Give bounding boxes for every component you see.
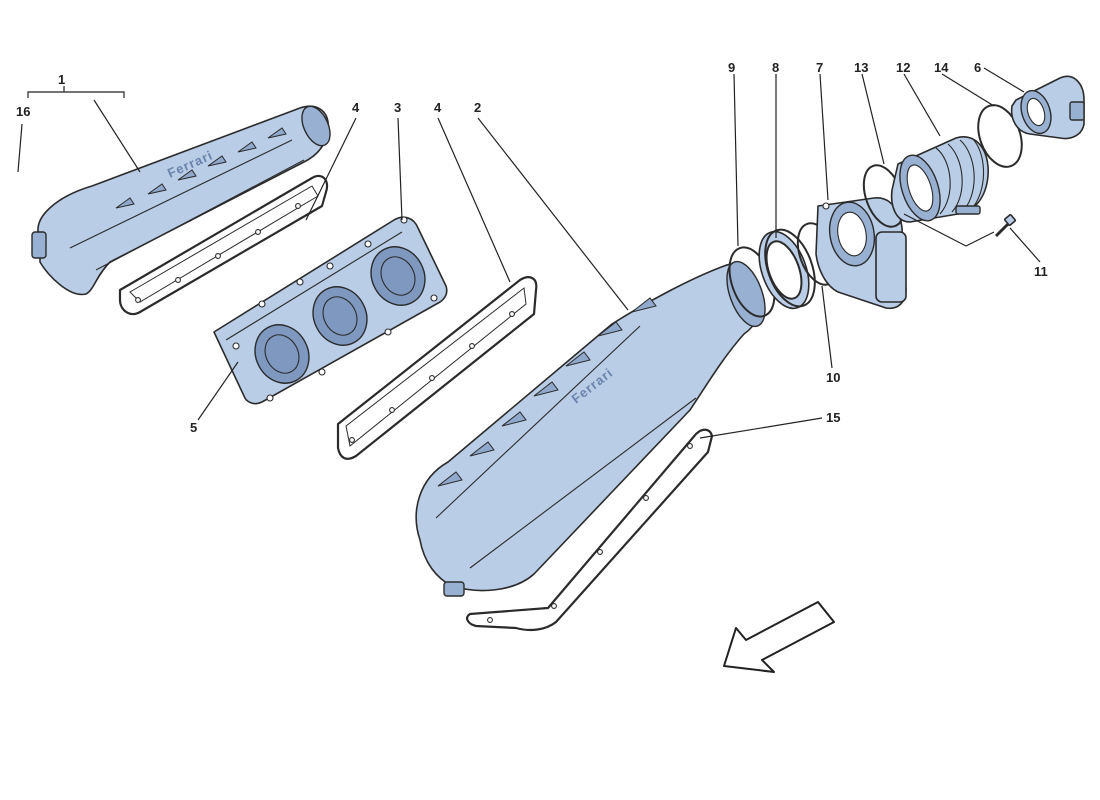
bellows-12 — [890, 136, 989, 223]
throttle-bores — [254, 246, 426, 384]
callout-5: 5 — [190, 420, 197, 435]
callout-4-left: 4 — [352, 100, 360, 115]
callout-2: 2 — [474, 100, 481, 115]
callout-12: 12 — [896, 60, 910, 75]
middle-gasket — [336, 276, 538, 460]
callout-15: 15 — [826, 410, 840, 425]
callout-9: 9 — [728, 60, 735, 75]
callout-6: 6 — [974, 60, 981, 75]
callout-7: 7 — [816, 60, 823, 75]
throttle-housing — [815, 197, 907, 310]
adapter-6 — [1010, 75, 1085, 140]
callout-10: 10 — [826, 370, 840, 385]
left-plenum-ribs — [115, 127, 287, 209]
direction-arrow-icon — [723, 601, 835, 673]
callout-8: 8 — [772, 60, 779, 75]
callout-4-middle: 4 — [434, 100, 442, 115]
main-intake-plenum: Ferrari — [415, 260, 766, 597]
leader-lines — [17, 67, 1041, 439]
callout-13: 13 — [854, 60, 868, 75]
callout-16: 16 — [16, 104, 30, 119]
bolt-11 — [994, 213, 1017, 238]
throttle-body-block — [213, 216, 448, 405]
throttle-block-bolts — [232, 216, 438, 402]
callout-14: 14 — [934, 60, 949, 75]
callouts: 1 16 4 3 4 2 5 9 8 7 13 12 14 6 11 10 15 — [16, 60, 1048, 435]
main-plenum-ribs — [437, 297, 657, 487]
callout-11: 11 — [1034, 264, 1048, 279]
callout-3: 3 — [394, 100, 401, 115]
lower-gasket — [466, 428, 714, 632]
left-intake-plenum: Ferrari — [31, 105, 331, 296]
clamp-8 — [758, 228, 816, 310]
callout-1: 1 — [58, 72, 65, 87]
